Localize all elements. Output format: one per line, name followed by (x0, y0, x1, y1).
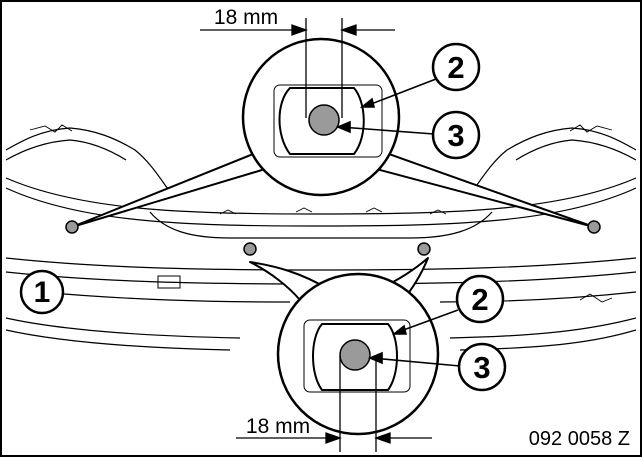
upper-dimension-label: 18 mm (214, 6, 278, 29)
mount-point-center-right (417, 242, 431, 256)
callout-lower-outline: 2 (455, 274, 505, 324)
lower-magnifier (249, 257, 440, 436)
mount-point-right (587, 220, 601, 234)
svg-text:3: 3 (447, 118, 464, 153)
svg-text:2: 2 (447, 50, 464, 85)
lower-recess-outline (312, 323, 398, 391)
upper-recess-outer (273, 84, 383, 158)
mount-point-left (65, 220, 79, 234)
lower-center-marker (339, 339, 371, 371)
svg-text:2: 2 (471, 282, 488, 317)
figure-code: 092 0058 Z (529, 428, 630, 450)
lower-recess-outer (303, 319, 411, 393)
callout-upper-outline: 2 (431, 42, 481, 92)
callout-bumper: 1 (19, 269, 65, 315)
callout-upper-center: 3 (431, 110, 481, 160)
upper-center-marker (308, 104, 340, 136)
svg-text:1: 1 (34, 276, 51, 309)
upper-recess-outline (278, 87, 365, 155)
mount-point-center-left (243, 242, 257, 256)
svg-text:3: 3 (473, 350, 490, 385)
upper-dimension (200, 18, 395, 118)
lower-dimension-label: 18 mm (246, 415, 310, 438)
lower-dimension (236, 356, 432, 452)
callout-lower-center: 3 (457, 342, 507, 392)
lower-callout-leaders (367, 309, 461, 367)
mounting-points (65, 220, 601, 256)
upper-callout-leaders (335, 78, 437, 135)
upper-magnifier (71, 37, 595, 228)
